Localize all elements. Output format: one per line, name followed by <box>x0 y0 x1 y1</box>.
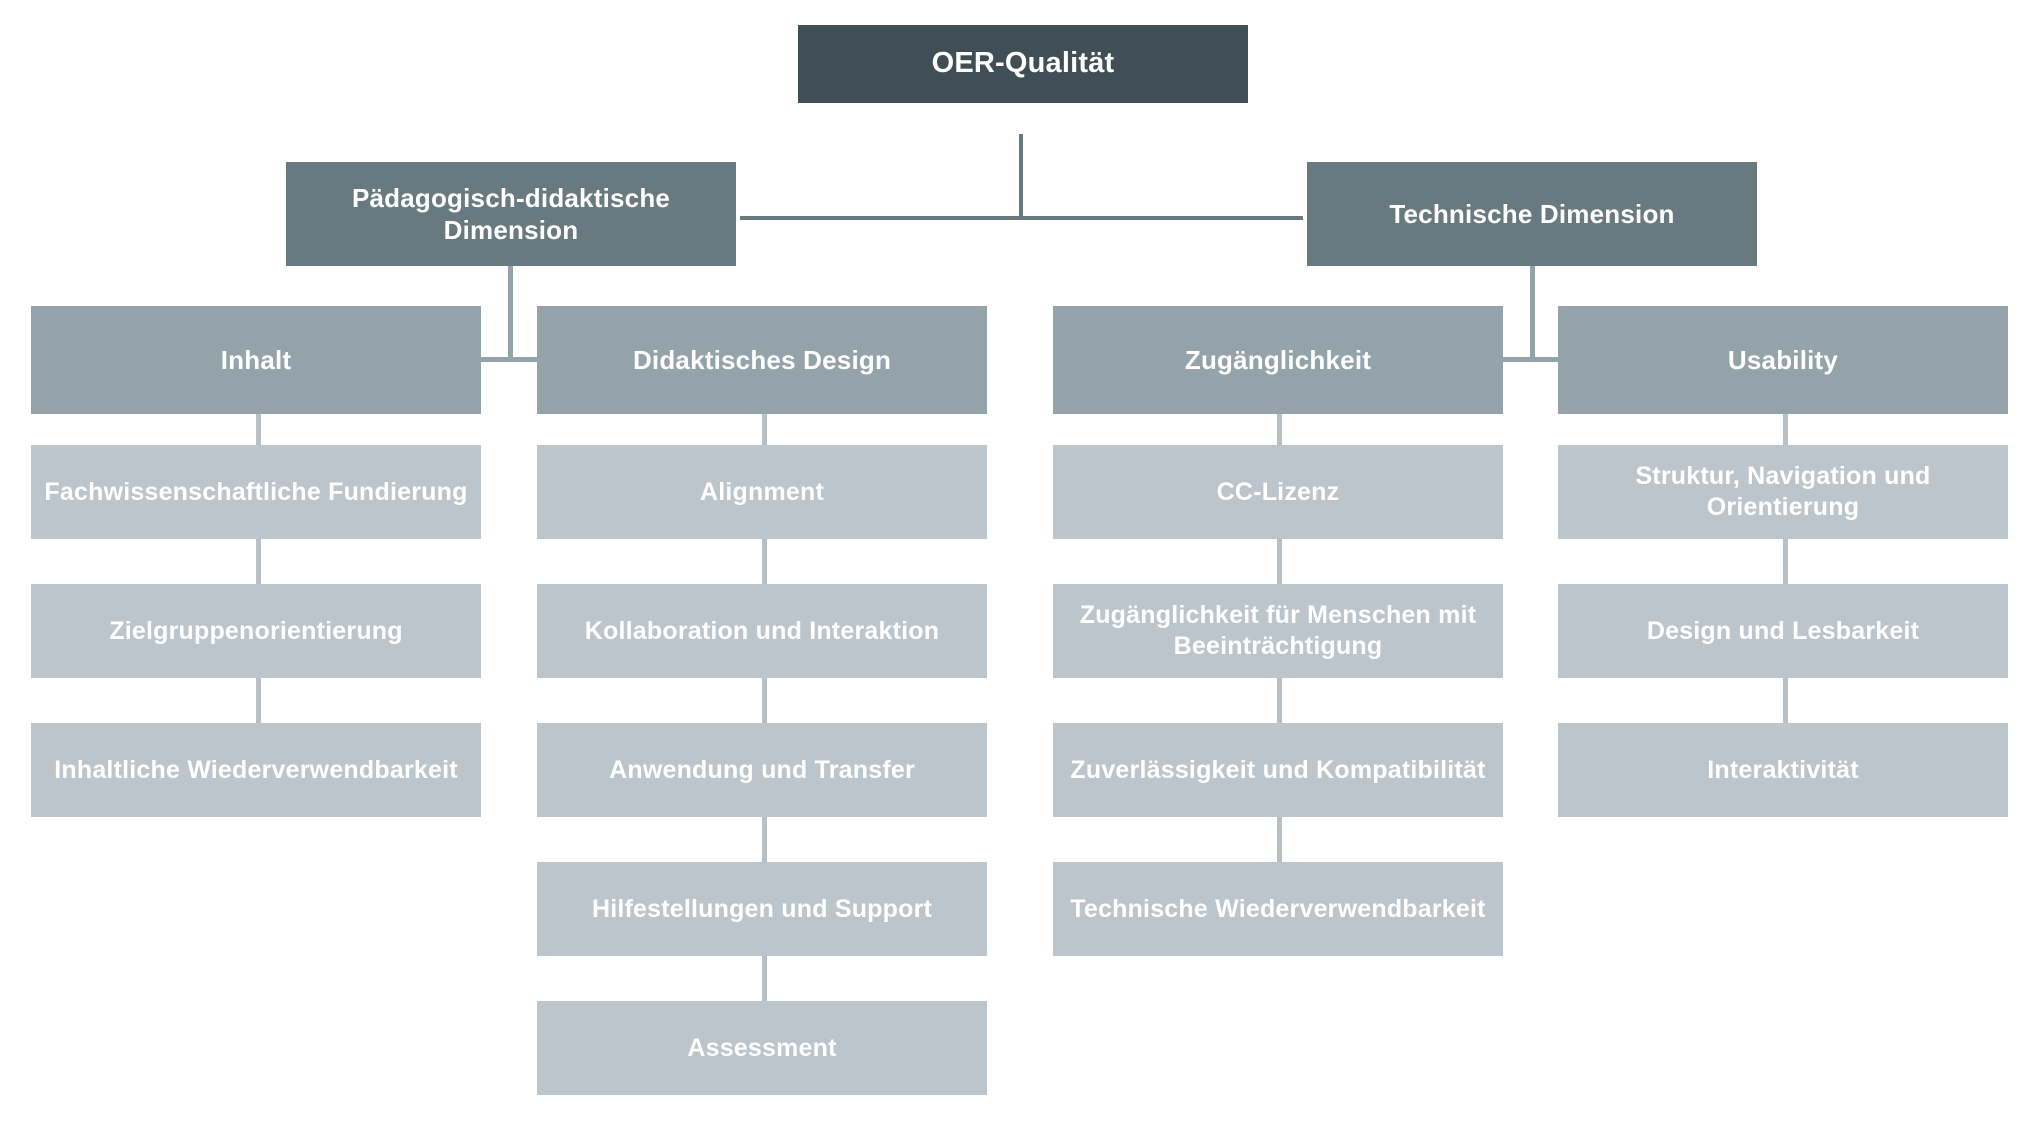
node-kollaboration-und-interaktion[interactable]: Kollaboration und Interaktion <box>537 584 987 678</box>
node-technische-dimension[interactable]: Technische Dimension <box>1307 162 1757 266</box>
node-hilfestellungen-und-support[interactable]: Hilfestellungen und Support <box>537 862 987 956</box>
node-alignment[interactable]: Alignment <box>537 445 987 539</box>
node-zuverlaessigkeit-und-kompatibilitaet[interactable]: Zuverlässigkeit und Kompatibilität <box>1053 723 1503 817</box>
node-fachwissenschaftliche-fundierung[interactable]: Fachwissenschaftliche Fundierung <box>31 445 481 539</box>
node-zugaenglichkeit[interactable]: Zugänglichkeit <box>1053 306 1503 414</box>
node-assessment[interactable]: Assessment <box>537 1001 987 1095</box>
node-design-und-lesbarkeit[interactable]: Design und Lesbarkeit <box>1558 584 2008 678</box>
connector-root-stem <box>1019 134 1023 218</box>
node-inhaltliche-wiederverwendbarkeit[interactable]: Inhaltliche Wiederverwendbarkeit <box>31 723 481 817</box>
connector-pedagogic-stem <box>508 266 513 361</box>
node-zielgruppenorientierung[interactable]: Zielgruppenorientierung <box>31 584 481 678</box>
node-anwendung-und-transfer[interactable]: Anwendung und Transfer <box>537 723 987 817</box>
node-didaktisches-design[interactable]: Didaktisches Design <box>537 306 987 414</box>
connector-column-usability <box>1783 414 1788 734</box>
node-zugaenglichkeit-fuer-menschen-mit-beeintraechtigung[interactable]: Zugänglichkeit für Menschen mit Beeinträ… <box>1053 584 1503 678</box>
connector-technical-stem <box>1530 266 1535 361</box>
node-interaktivitaet[interactable]: Interaktivität <box>1558 723 2008 817</box>
node-paedagogisch-didaktische-dimension[interactable]: Pädagogisch-didaktische Dimension <box>286 162 736 266</box>
node-usability[interactable]: Usability <box>1558 306 2008 414</box>
node-struktur-navigation-und-orientierung[interactable]: Struktur, Navigation und Orientierung <box>1558 445 2008 539</box>
connector-pedagogic-bar <box>258 357 764 362</box>
connector-column-didaktisches-design <box>762 414 767 1016</box>
connector-technical-bar <box>1280 357 1786 362</box>
connector-dimension-bar <box>740 216 1303 220</box>
node-technische-wiederverwendbarkeit[interactable]: Technische Wiederverwendbarkeit <box>1053 862 1503 956</box>
node-inhalt[interactable]: Inhalt <box>31 306 481 414</box>
node-oer-qualitaet[interactable]: OER-Qualität <box>798 25 1248 103</box>
connector-column-inhalt <box>256 414 261 734</box>
node-cc-lizenz[interactable]: CC-Lizenz <box>1053 445 1503 539</box>
